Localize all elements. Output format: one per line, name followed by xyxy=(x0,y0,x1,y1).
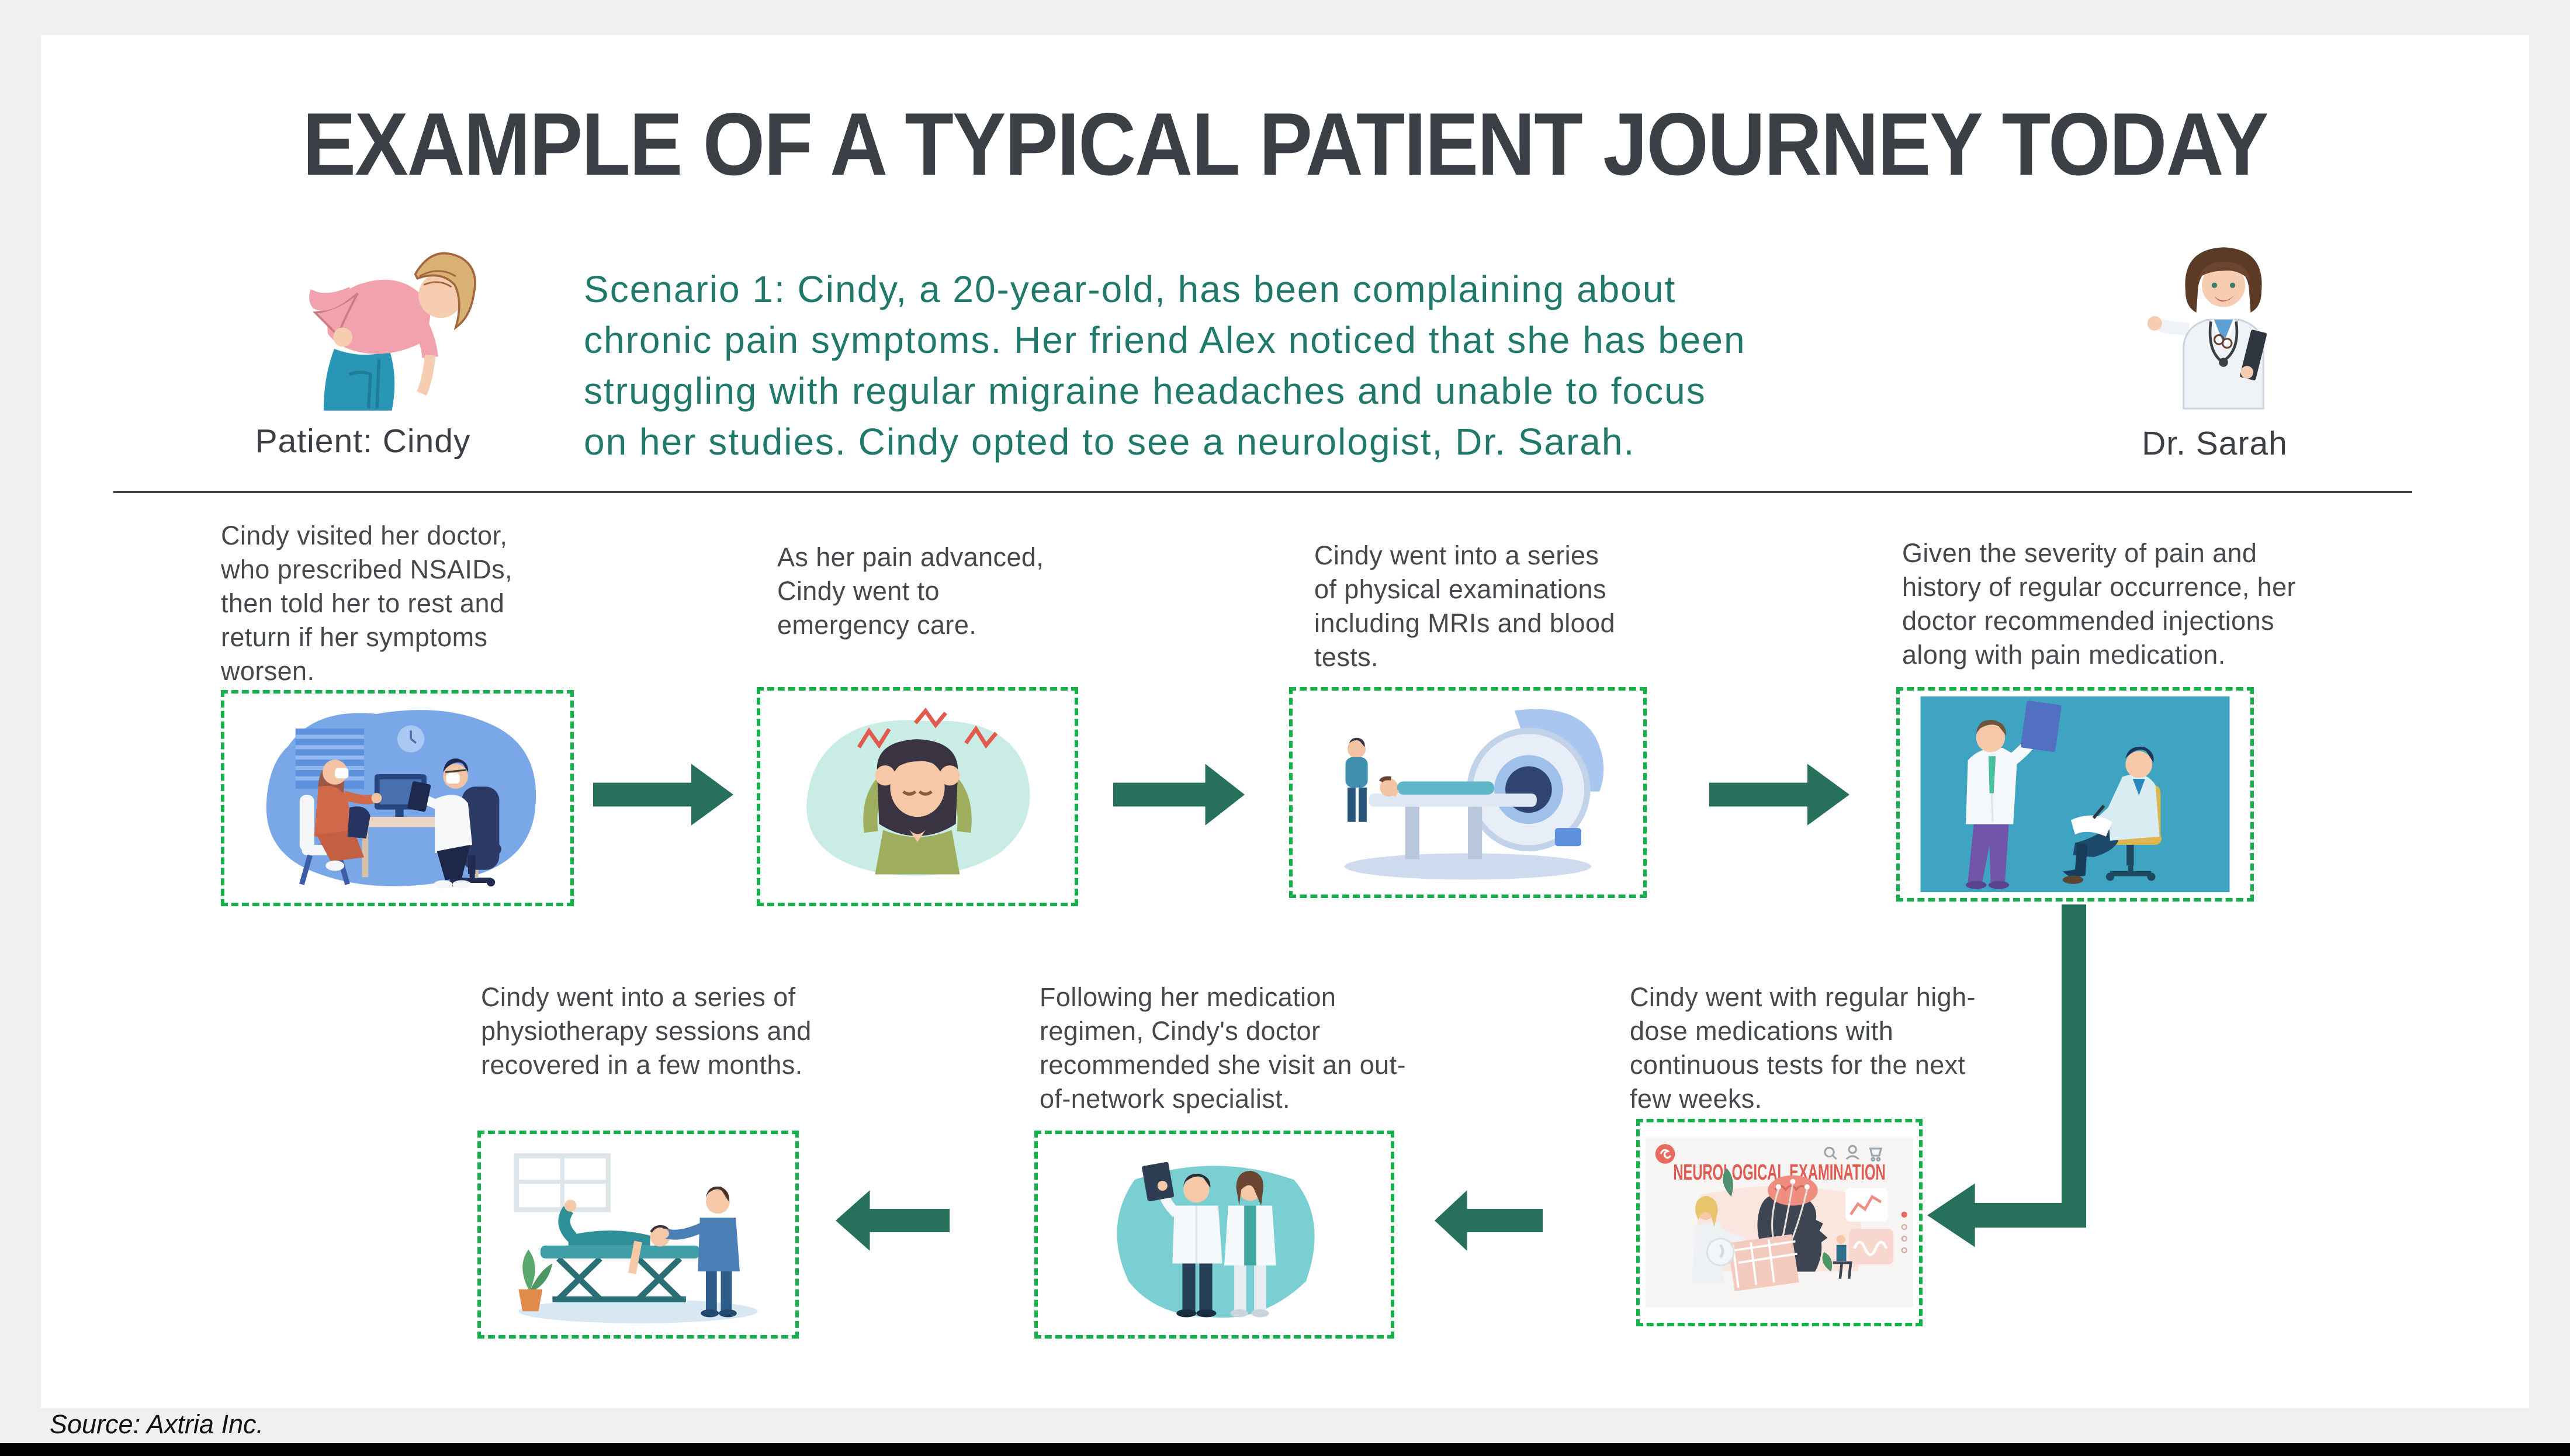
source-note: Source: Axtria Inc. xyxy=(50,1409,264,1439)
doctor-cartoon-icon xyxy=(2147,247,2267,410)
patient-consulting-doctor-illustration xyxy=(266,710,536,889)
user-icon xyxy=(1845,1145,1859,1160)
step-5-box: NEUROLOGICAL EXAMINATION xyxy=(1636,1119,1923,1326)
page-title: EXAMPLE OF A TYPICAL PATIENT JOURNEY TOD… xyxy=(41,93,2529,196)
header-divider xyxy=(113,491,2412,493)
patient-label: Patient: Cindy xyxy=(255,422,471,460)
step-2-box xyxy=(757,687,1078,906)
dr-sarah-illustration xyxy=(2133,234,2314,415)
back-pain-woman-icon xyxy=(309,252,476,411)
out-of-network-specialists-illustration xyxy=(1117,1162,1315,1318)
step-3-text: Cindy went into a series of physical exa… xyxy=(1314,540,1615,672)
page-title-text: EXAMPLE OF A TYPICAL PATIENT JOURNEY TOD… xyxy=(302,95,2268,194)
step-7-box xyxy=(477,1131,799,1339)
step-4-box xyxy=(1896,687,2254,902)
woman-with-migraine-illustration xyxy=(806,708,1030,876)
neurological-examination-poster-illustration: NEUROLOGICAL EXAMINATION xyxy=(1646,1138,1913,1308)
mri-scan-illustration xyxy=(1344,709,1604,880)
step-7-text: Cindy went into a series of physiotherap… xyxy=(481,982,812,1080)
doctors-reviewing-xray-illustration xyxy=(1920,696,2230,892)
cart-icon xyxy=(1869,1148,1882,1162)
step-6-text: Following her medication regimen, Cindy'… xyxy=(1040,982,1406,1114)
bottom-black-bar xyxy=(0,1443,2570,1456)
scenario-text: Scenario 1: Cindy, a 20-year-old, has be… xyxy=(584,268,1746,463)
patient-cindy-illustration xyxy=(257,234,497,415)
step-5-text: Cindy went with regular high- dose medic… xyxy=(1630,982,1976,1114)
step-3-box xyxy=(1289,687,1647,898)
step-1-text: Cindy visited her doctor, who prescribed… xyxy=(221,521,512,686)
search-icon xyxy=(1824,1146,1837,1160)
step-2-text: As her pain advanced, Cindy went to emer… xyxy=(777,542,1044,640)
step-1-box xyxy=(221,690,574,906)
step-6-box xyxy=(1034,1131,1394,1339)
flow-connector-vertical xyxy=(2062,904,2086,1223)
step-4-text: Given the severity of pain and history o… xyxy=(1902,538,2296,670)
doctor-label: Dr. Sarah xyxy=(2142,425,2288,462)
physiotherapy-session-illustration xyxy=(514,1153,758,1323)
